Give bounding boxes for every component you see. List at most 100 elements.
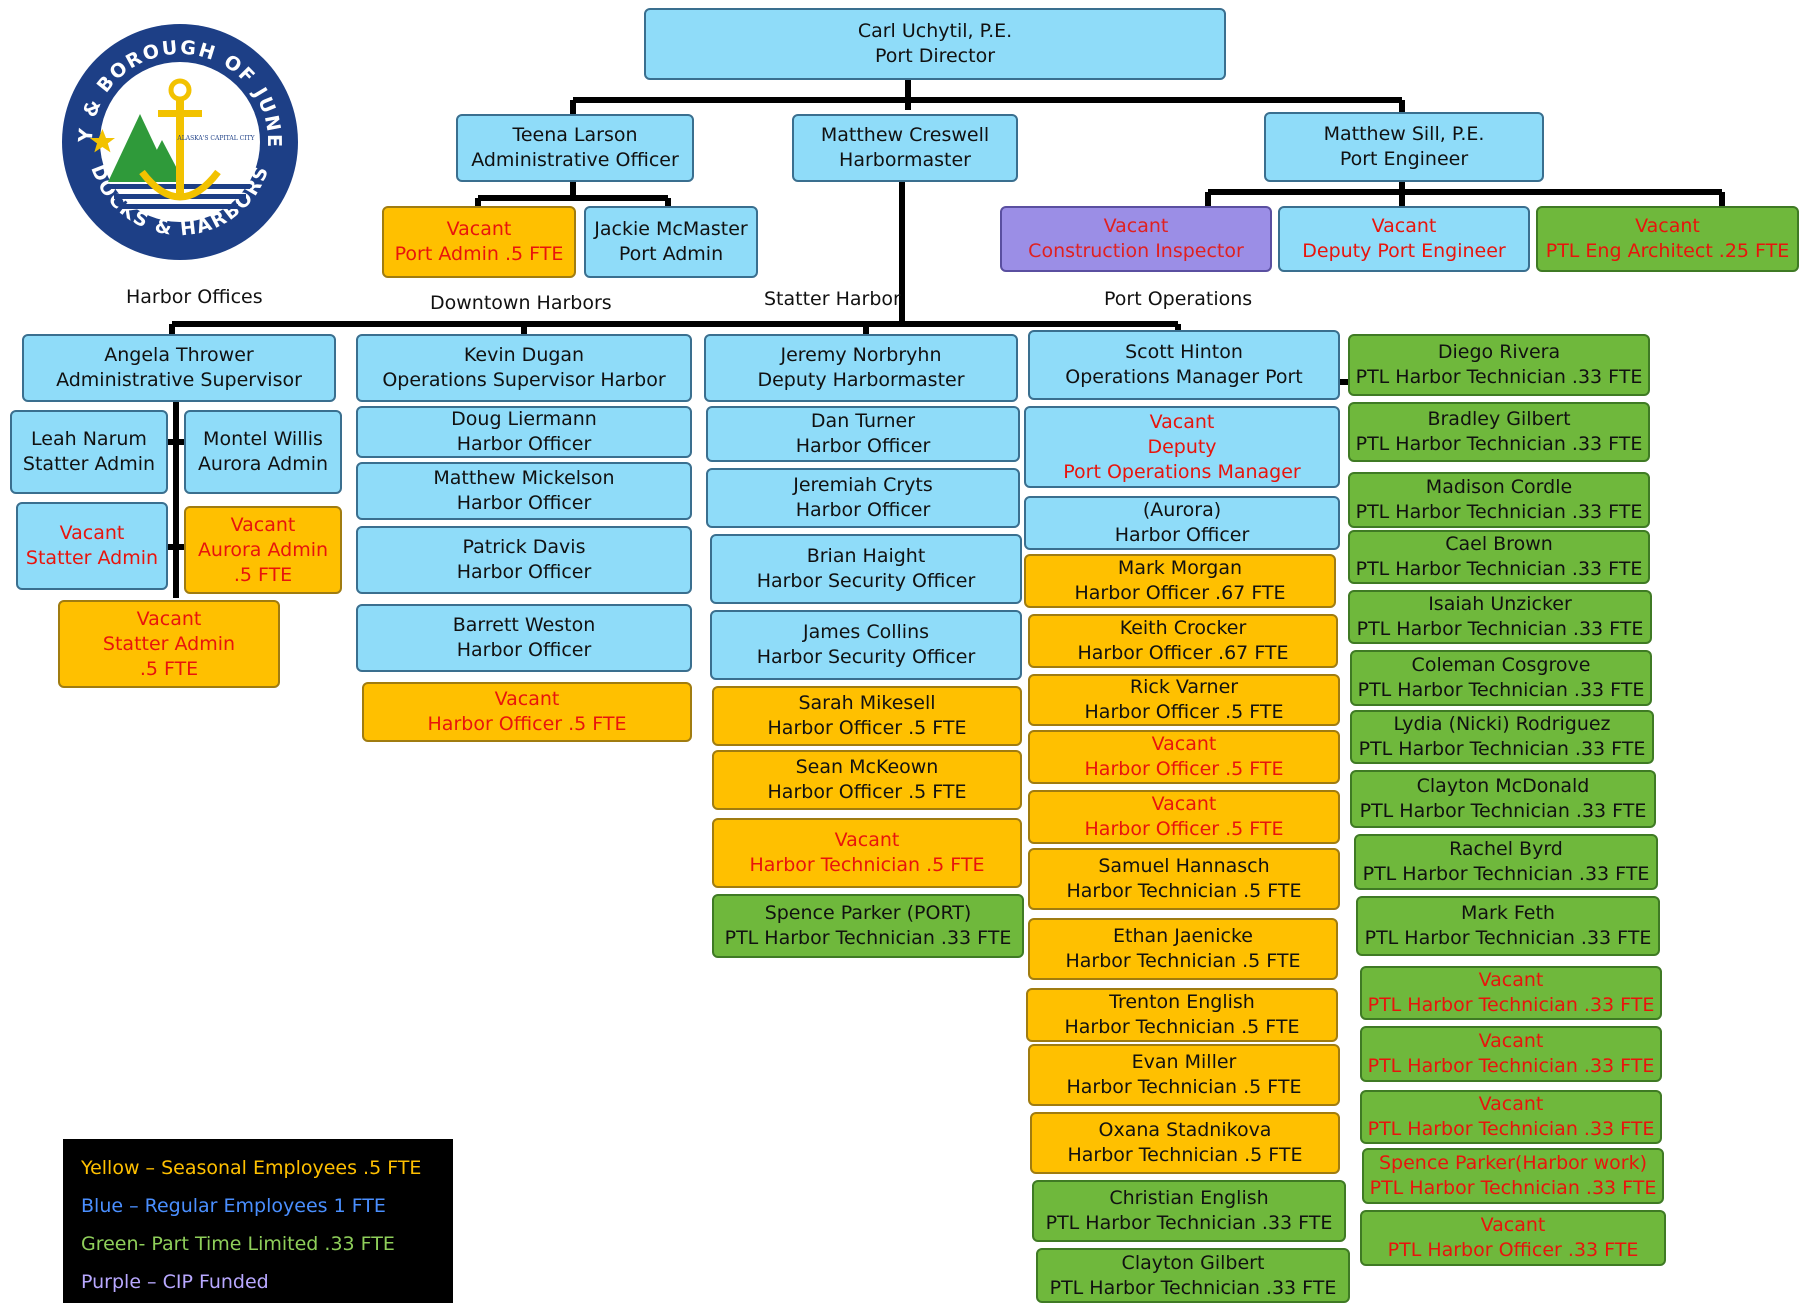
vacant-statter-admin-half-box[interactable]: Vacant Statter Admin .5 FTE xyxy=(58,600,280,688)
ptl-harbor-technician-box[interactable]: Clayton Gilbert PTL Harbor Technician .3… xyxy=(1036,1248,1350,1303)
position-title: PTL Harbor Technician .33 FTE xyxy=(1364,927,1652,949)
operations-manager-port-box[interactable]: Scott Hinton Operations Manager Port xyxy=(1028,330,1340,400)
person-name: Sean McKeown xyxy=(795,756,939,778)
vacant-harbor-officer-box[interactable]: Vacant Harbor Officer .5 FTE xyxy=(362,682,692,742)
position-title: Harbor Officer .5 FTE xyxy=(1084,701,1284,723)
port-director-box[interactable]: Carl Uchytil, P.E. Port Director xyxy=(644,8,1226,80)
harbor-officer-67-box[interactable]: Mark Morgan Harbor Officer .67 FTE xyxy=(1024,554,1336,608)
harbor-officer-67-box[interactable]: Keith Crocker Harbor Officer .67 FTE xyxy=(1028,614,1338,668)
position-title: Harbor Officer xyxy=(456,492,592,514)
position-title: Deputy Harbormaster xyxy=(757,369,965,391)
fte-label: .5 FTE xyxy=(233,563,293,586)
position-title: PTL Eng Architect .25 FTE xyxy=(1545,240,1790,262)
person-name: Spence Parker(Harbor work) xyxy=(1379,1152,1647,1174)
ptl-harbor-technician-box[interactable]: Isaiah Unzicker PTL Harbor Technician .3… xyxy=(1348,590,1652,644)
harbor-officer-box[interactable]: (Aurora) Harbor Officer xyxy=(1024,496,1340,550)
harbor-officer-half-box[interactable]: Sarah Mikesell Harbor Officer .5 FTE xyxy=(712,686,1022,746)
deputy-port-engineer-box[interactable]: Vacant Deputy Port Engineer xyxy=(1278,206,1530,272)
port-admin-box[interactable]: Jackie McMaster Port Admin xyxy=(584,206,758,278)
vacant-ptl-harbor-technician-box[interactable]: Vacant PTL Harbor Technician .33 FTE xyxy=(1360,1090,1662,1144)
statter-admin-box[interactable]: Leah Narum Statter Admin xyxy=(10,410,168,494)
section-statter-harbor: Statter Harbor xyxy=(764,288,901,310)
position-title: Harbor Officer .67 FTE xyxy=(1077,642,1289,664)
person-name: Patrick Davis xyxy=(462,536,586,558)
vacant-harbor-officer-box[interactable]: Vacant Harbor Officer .5 FTE xyxy=(1028,790,1340,844)
person-name: Oxana Stadnikova xyxy=(1098,1119,1272,1141)
position-title: Deputy xyxy=(1147,435,1217,458)
position-title: Harbor Officer .5 FTE xyxy=(767,781,967,803)
vacant-port-admin-box[interactable]: Vacant Port Admin .5 FTE xyxy=(382,206,576,278)
legend: Yellow – Seasonal Employees .5 FTE Blue … xyxy=(63,1139,453,1303)
person-name: Angela Thrower xyxy=(104,344,254,366)
harbor-security-officer-box[interactable]: Brian Haight Harbor Security Officer xyxy=(710,534,1022,604)
person-name: Vacant xyxy=(494,688,560,710)
person-name: Carl Uchytil, P.E. xyxy=(857,20,1013,42)
vacant-harbor-technician-box[interactable]: Vacant Harbor Technician .5 FTE xyxy=(712,818,1022,888)
vacant-ptl-harbor-officer-box[interactable]: Vacant PTL Harbor Officer .33 FTE xyxy=(1360,1210,1666,1266)
deputy-harbormaster-box[interactable]: Jeremy Norbryhn Deputy Harbormaster xyxy=(704,334,1018,402)
harbormaster-box[interactable]: Matthew Creswell Harbormaster xyxy=(792,114,1018,182)
ptl-harbor-technician-box[interactable]: Cael Brown PTL Harbor Technician .33 FTE xyxy=(1348,530,1650,584)
harbor-technician-box[interactable]: Trenton English Harbor Technician .5 FTE xyxy=(1026,988,1338,1042)
harbor-security-officer-box[interactable]: James Collins Harbor Security Officer xyxy=(710,610,1022,680)
port-engineer-box[interactable]: Matthew Sill, P.E. Port Engineer xyxy=(1264,112,1544,182)
person-name: Vacant xyxy=(1103,215,1169,237)
ptl-harbor-technician-box[interactable]: Madison Cordle PTL Harbor Technician .33… xyxy=(1348,472,1650,528)
ptl-harbor-technician-box[interactable]: Mark Feth PTL Harbor Technician .33 FTE xyxy=(1356,896,1660,956)
aurora-admin-box[interactable]: Montel Willis Aurora Admin xyxy=(184,410,342,494)
harbor-officer-half-box[interactable]: Rick Varner Harbor Officer .5 FTE xyxy=(1028,674,1340,726)
ptl-harbor-technician-box[interactable]: Clayton McDonald PTL Harbor Technician .… xyxy=(1350,770,1656,828)
deputy-port-ops-manager-box[interactable]: Vacant Deputy Port Operations Manager xyxy=(1024,406,1340,488)
harbor-technician-box[interactable]: Samuel Hannasch Harbor Technician .5 FTE xyxy=(1028,848,1340,910)
ptl-harbor-technician-box[interactable]: Spence Parker(Harbor work) PTL Harbor Te… xyxy=(1362,1148,1664,1204)
ptl-harbor-technician-box[interactable]: Coleman Cosgrove PTL Harbor Technician .… xyxy=(1350,650,1652,706)
position-title: Deputy Port Engineer xyxy=(1302,240,1506,262)
ptl-harbor-technician-box[interactable]: Diego Rivera PTL Harbor Technician .33 F… xyxy=(1348,334,1650,396)
vacant-ptl-harbor-technician-box[interactable]: Vacant PTL Harbor Technician .33 FTE xyxy=(1360,1026,1662,1082)
harbor-technician-box[interactable]: Evan Miller Harbor Technician .5 FTE xyxy=(1028,1044,1340,1106)
position-title: Harbor Security Officer xyxy=(756,646,976,668)
eng-architect-box[interactable]: Vacant PTL Eng Architect .25 FTE xyxy=(1536,206,1799,272)
person-name: Vacant xyxy=(1635,215,1700,237)
harbor-officer-box[interactable]: Dan Turner Harbor Officer xyxy=(706,406,1020,462)
ptl-harbor-technician-box[interactable]: Rachel Byrd PTL Harbor Technician .33 FT… xyxy=(1354,834,1658,890)
position-title: Harbor Officer xyxy=(456,433,592,455)
person-name: Samuel Hannasch xyxy=(1098,855,1270,877)
harbor-officer-box[interactable]: Jeremiah Cryts Harbor Officer xyxy=(706,468,1020,528)
harbor-technician-box[interactable]: Ethan Jaenicke Harbor Technician .5 FTE xyxy=(1028,918,1338,980)
person-name: Madison Cordle xyxy=(1425,476,1573,498)
position-title: PTL Harbor Technician .33 FTE xyxy=(1049,1276,1337,1299)
person-name: Vacant xyxy=(1151,733,1217,755)
harbor-officer-box[interactable]: Matthew Mickelson Harbor Officer xyxy=(356,462,692,520)
ptl-harbor-technician-box[interactable]: Lydia (Nicki) Rodriguez PTL Harbor Techn… xyxy=(1350,710,1654,764)
administrative-officer-box[interactable]: Teena Larson Administrative Officer xyxy=(456,114,694,182)
vacant-harbor-officer-box[interactable]: Vacant Harbor Officer .5 FTE xyxy=(1028,730,1340,784)
construction-inspector-box[interactable]: Vacant Construction Inspector xyxy=(1000,206,1272,272)
harbor-officer-box[interactable]: Doug Liermann Harbor Officer xyxy=(356,406,692,458)
position-title: PTL Harbor Technician .33 FTE xyxy=(1367,994,1655,1016)
section-downtown-harbors: Downtown Harbors xyxy=(430,292,612,314)
operations-supervisor-box[interactable]: Kevin Dugan Operations Supervisor Harbor xyxy=(356,334,692,402)
ptl-harbor-technician-box[interactable]: Bradley Gilbert PTL Harbor Technician .3… xyxy=(1348,402,1650,462)
person-name: Vacant xyxy=(1371,215,1437,237)
person-name: Barrett Weston xyxy=(452,614,596,636)
harbor-officer-box[interactable]: Barrett Weston Harbor Officer xyxy=(356,604,692,672)
harbor-officer-half-box[interactable]: Sean McKeown Harbor Officer .5 FTE xyxy=(712,750,1022,810)
position-title: Harbormaster xyxy=(839,149,971,171)
position-title: Harbor Officer .5 FTE xyxy=(1084,818,1284,840)
person-name: Vacant xyxy=(834,829,900,851)
vacant-statter-admin-box[interactable]: Vacant Statter Admin xyxy=(16,502,168,590)
ptl-harbor-technician-box[interactable]: Spence Parker (PORT) PTL Harbor Technici… xyxy=(712,894,1024,958)
harbor-technician-box[interactable]: Oxana Stadnikova Harbor Technician .5 FT… xyxy=(1030,1112,1340,1174)
position-title: Administrative Supervisor xyxy=(56,369,302,391)
position-title: Aurora Admin xyxy=(197,538,329,561)
vacant-ptl-harbor-technician-box[interactable]: Vacant PTL Harbor Technician .33 FTE xyxy=(1360,966,1662,1020)
person-name: Vacant xyxy=(446,218,512,240)
ptl-harbor-technician-box[interactable]: Christian English PTL Harbor Technician … xyxy=(1032,1180,1346,1242)
position-title: PTL Harbor Technician .33 FTE xyxy=(1357,679,1645,701)
position-title: PTL Harbor Technician .33 FTE xyxy=(1355,501,1643,523)
vacant-aurora-admin-box[interactable]: Vacant Aurora Admin .5 FTE xyxy=(184,506,342,594)
administrative-supervisor-box[interactable]: Angela Thrower Administrative Supervisor xyxy=(22,334,336,402)
harbor-officer-box[interactable]: Patrick Davis Harbor Officer xyxy=(356,526,692,594)
logo: CITY & BOROUGH OF JUNEAU DOCKS & HARBORS… xyxy=(51,5,300,262)
